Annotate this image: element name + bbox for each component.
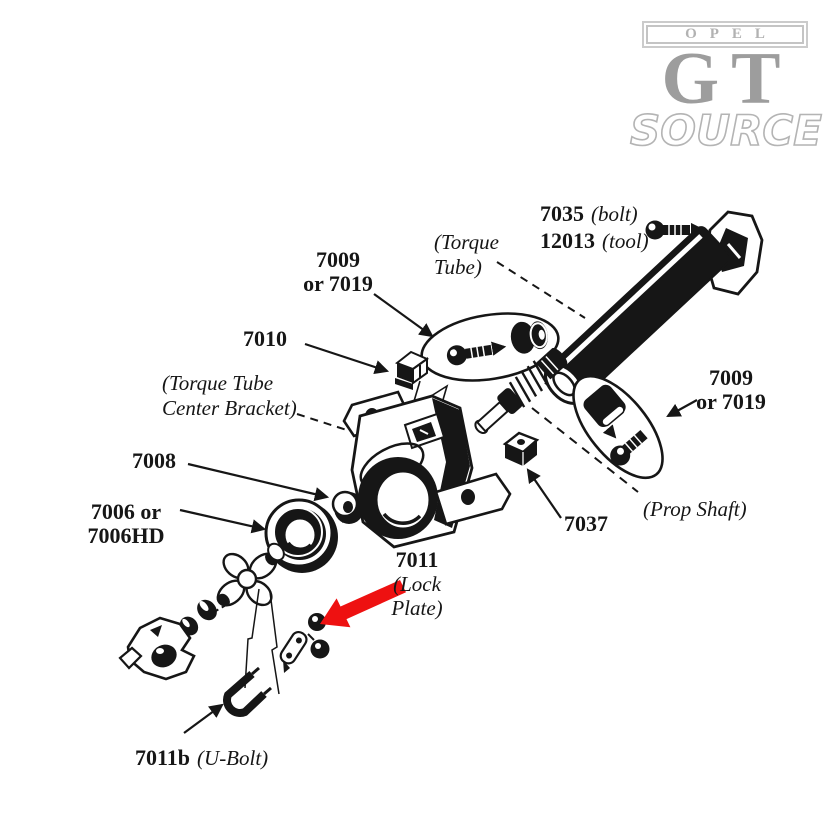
label-7011-lock-plate: 7011 (Lock Plate) <box>391 547 443 621</box>
logo-gt-text: GT <box>661 38 793 120</box>
centerline-zigzag-bottom <box>244 588 280 695</box>
center-bracket-drawing <box>342 390 512 549</box>
label-center-bracket: (Torque Tube Center Bracket) <box>162 371 297 420</box>
yoke-drawing <box>118 616 196 681</box>
bolt-7035-drawing <box>645 220 706 240</box>
nut-7037-drawing <box>502 431 540 466</box>
label-7010: 7010 <box>243 326 287 351</box>
clamp-7010-drawing <box>394 350 430 390</box>
logo-opel-box: OPEL <box>642 21 808 48</box>
label-7037: 7037 <box>564 511 608 536</box>
label-torque-tube: (Torque Tube) <box>434 230 499 279</box>
label-7006: 7006 or 7006HD <box>87 499 165 548</box>
red-highlight-arrow <box>320 580 406 628</box>
hardware-kit-right-drawing <box>572 374 664 480</box>
label-7009-right: 7009 or 7019 <box>696 365 766 414</box>
hardware-kit-left-drawing <box>420 312 560 382</box>
logo-source-text: SOURCE <box>629 106 823 155</box>
logo-opel-text: OPEL <box>646 25 804 44</box>
label-7009-left: 7009 or 7019 <box>303 247 373 296</box>
lock-plate-drawing <box>279 613 330 673</box>
ring-7008-drawing <box>331 490 364 524</box>
label-7035-bolt: 7035(bolt) 12013(tool) <box>540 201 649 254</box>
label-7011b-u-bolt: 7011b(U-Bolt) <box>135 745 269 771</box>
label-arrows <box>179 293 698 734</box>
torque-tube-drawing <box>543 226 732 405</box>
label-prop-shaft: (Prop Shaft) <box>643 497 747 521</box>
prop-shaft-drawing <box>474 347 568 434</box>
ujoint-spider-drawing <box>216 542 285 607</box>
u-bolt-drawing <box>223 666 272 717</box>
label-7008: 7008 <box>132 448 176 473</box>
